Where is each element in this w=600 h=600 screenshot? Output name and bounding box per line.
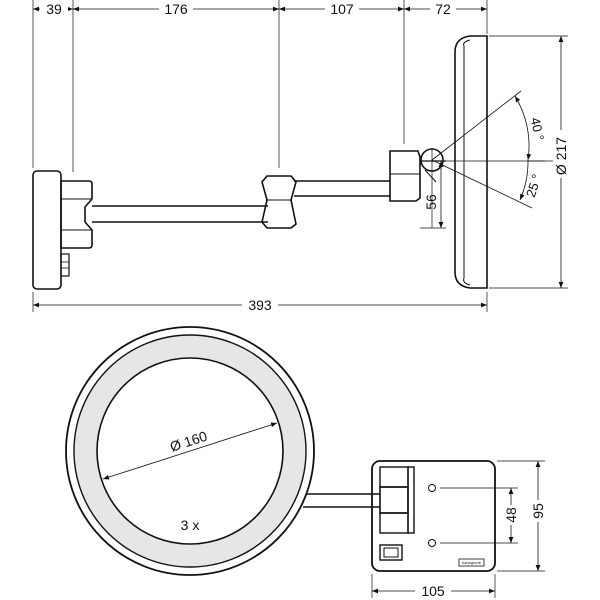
magnification-label: 3 x bbox=[181, 517, 200, 533]
angle-25: 25 ° bbox=[523, 172, 544, 199]
front-view: Ø 160 3 x hansgrohe bbox=[65, 326, 546, 599]
arm-lower bbox=[92, 205, 268, 223]
dim-72: 72 bbox=[435, 1, 451, 17]
top-dimension-chain: 39 176 107 72 bbox=[33, 1, 487, 17]
dim-105: 105 bbox=[421, 583, 445, 599]
head-joint bbox=[389, 148, 446, 202]
dim-48: 48 bbox=[503, 507, 519, 523]
extension-lines bbox=[32, 0, 568, 312]
dim-107: 107 bbox=[330, 1, 354, 17]
height-56-dimension: 56 bbox=[423, 161, 444, 228]
side-view: 39 176 107 72 393 Ø 217 56 bbox=[32, 0, 569, 313]
dim-393: 393 bbox=[248, 297, 272, 313]
arm-upper bbox=[294, 180, 390, 197]
middle-joint bbox=[261, 175, 297, 229]
switch-button[interactable] bbox=[379, 544, 403, 561]
tilt-angle-dimensions: 40 ° 25 ° bbox=[431, 90, 548, 209]
overall-width-dimension: 393 bbox=[33, 297, 487, 313]
mirror-diameter-dimension: Ø 217 bbox=[553, 36, 569, 288]
dim-176: 176 bbox=[164, 1, 188, 17]
dim-39: 39 bbox=[46, 1, 62, 17]
dim-95: 95 bbox=[530, 503, 546, 519]
brand-logo: hansgrohe bbox=[462, 560, 482, 565]
front-extension-lines bbox=[371, 460, 545, 598]
dim-56: 56 bbox=[423, 194, 439, 210]
plate-width-dimension: 105 bbox=[372, 583, 495, 599]
hole-spacing-dimension: 48 bbox=[503, 488, 519, 543]
mirror-side-profile bbox=[454, 35, 488, 289]
plate-height-dimension: 95 bbox=[530, 461, 546, 571]
arm-front bbox=[303, 466, 415, 534]
dim-217: Ø 217 bbox=[553, 137, 569, 175]
wall-plate-front: hansgrohe bbox=[371, 460, 496, 572]
wall-joint bbox=[60, 180, 93, 249]
angle-40: 40 ° bbox=[528, 116, 548, 142]
